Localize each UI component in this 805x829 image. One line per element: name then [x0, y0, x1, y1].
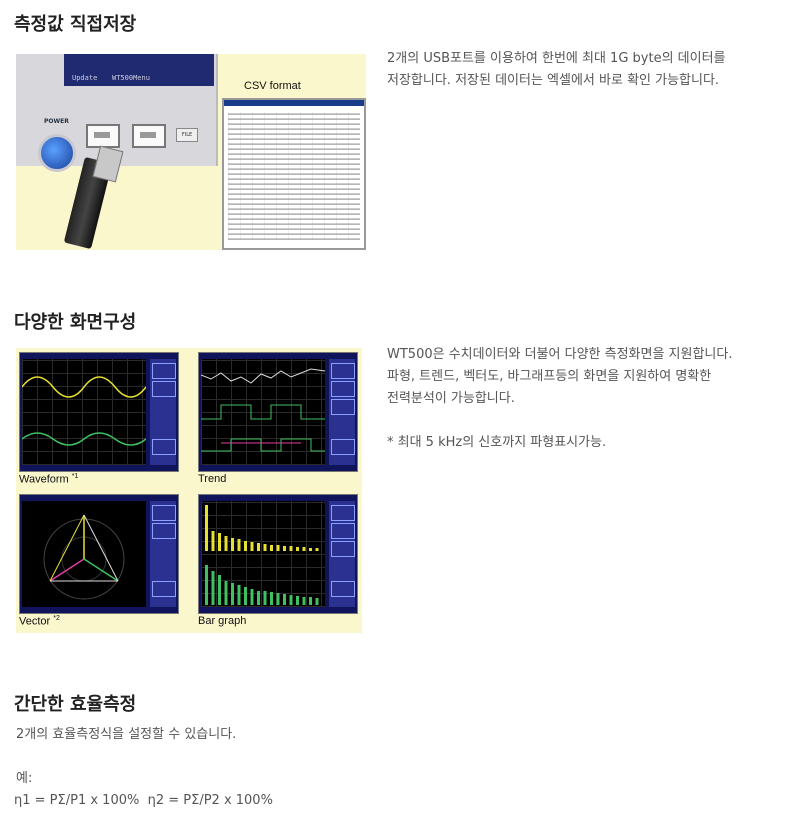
storage-description: 2개의 USB포트를 이용하여 한번에 최대 1G byte의 데이터를 저장합…	[387, 48, 726, 92]
storage-desc-line: 저장합니다. 저장된 데이터는 엑셀에서 바로 확인 가능합니다.	[387, 73, 720, 88]
bar	[218, 533, 221, 551]
usb-port-icon	[132, 124, 166, 148]
waveform-label: Waveform *1	[19, 473, 79, 486]
bar	[270, 545, 273, 551]
trend-label: Trend	[198, 473, 227, 485]
screen-text: Update	[72, 74, 98, 82]
section-title-efficiency: 간단한 효율측정	[14, 694, 137, 715]
bar	[315, 548, 319, 551]
bar	[237, 539, 241, 551]
bar	[309, 548, 312, 551]
bar	[296, 596, 299, 605]
section-title-storage: 측정값 직접저장	[14, 14, 137, 35]
bar	[205, 505, 208, 551]
power-label: POWER	[44, 118, 69, 125]
bar	[276, 593, 280, 605]
bar	[211, 571, 215, 605]
bar	[289, 595, 293, 605]
bar	[244, 587, 247, 605]
bar	[250, 589, 254, 605]
display-description: WT500은 수치데이터와 더불어 다양한 측정화면을 지원합니다. 파형, 트…	[387, 344, 732, 410]
bar	[296, 547, 299, 551]
bar	[237, 585, 241, 605]
bar	[218, 575, 221, 605]
harmonic-bars	[205, 505, 319, 605]
csv-spreadsheet-thumbnail	[222, 98, 366, 250]
file-key: FILE	[176, 128, 198, 142]
bar	[257, 591, 260, 605]
efficiency-formula: η1 = PΣ/P1 x 100% η2 = PΣ/P2 x 100%	[14, 793, 273, 808]
bar	[224, 536, 228, 551]
waveform-view	[19, 352, 179, 472]
bar	[276, 545, 280, 551]
bar	[263, 544, 267, 551]
display-desc-line: 전력분석이 가능합니다.	[387, 391, 515, 406]
bar	[257, 543, 260, 551]
efficiency-description: 2개의 효율측정식을 설정할 수 있습니다.	[16, 727, 237, 742]
usb-storage-image: Update WT500Menu POWER FILE CSV format	[16, 54, 366, 250]
vector-label: Vector *2	[19, 615, 60, 628]
bar	[309, 597, 312, 605]
bar	[205, 565, 208, 605]
example-label: 예:	[16, 771, 33, 786]
bargraph-label: Bar graph	[198, 615, 247, 627]
bar	[231, 538, 234, 551]
bar	[283, 546, 286, 551]
vector-view	[19, 494, 179, 614]
bar	[289, 546, 293, 551]
instrument-panel: Update WT500Menu POWER FILE	[16, 54, 218, 172]
section-title-display: 다양한 화면구성	[14, 312, 137, 333]
bar	[224, 581, 228, 605]
display-modes-image: Waveform *1 Trend	[16, 348, 362, 633]
bar	[250, 542, 254, 551]
display-desc-line: 파형, 트렌드, 벡터도, 바그래프등의 화면을 지원하여 명확한	[387, 369, 712, 384]
usb-port-icon	[86, 124, 120, 148]
power-button-icon	[38, 134, 76, 172]
bar	[302, 547, 306, 551]
bar	[270, 592, 273, 605]
bar	[302, 597, 306, 605]
bar	[231, 583, 234, 605]
bar	[211, 531, 215, 551]
csv-format-label: CSV format	[244, 80, 301, 92]
storage-desc-line: 2개의 USB포트를 이용하여 한번에 최대 1G byte의 데이터를	[387, 51, 726, 66]
display-desc-line: WT500은 수치데이터와 더불어 다양한 측정화면을 지원합니다.	[387, 347, 733, 362]
bar	[315, 598, 319, 605]
bar	[244, 541, 247, 551]
instrument-screen: Update WT500Menu	[64, 54, 214, 86]
bargraph-view	[198, 494, 358, 614]
screen-text: WT500Menu	[112, 74, 150, 82]
display-note: * 최대 5 kHz의 신호까지 파형표시가능.	[387, 435, 607, 450]
bar	[283, 594, 286, 605]
trend-view	[198, 352, 358, 472]
bar	[263, 591, 267, 605]
